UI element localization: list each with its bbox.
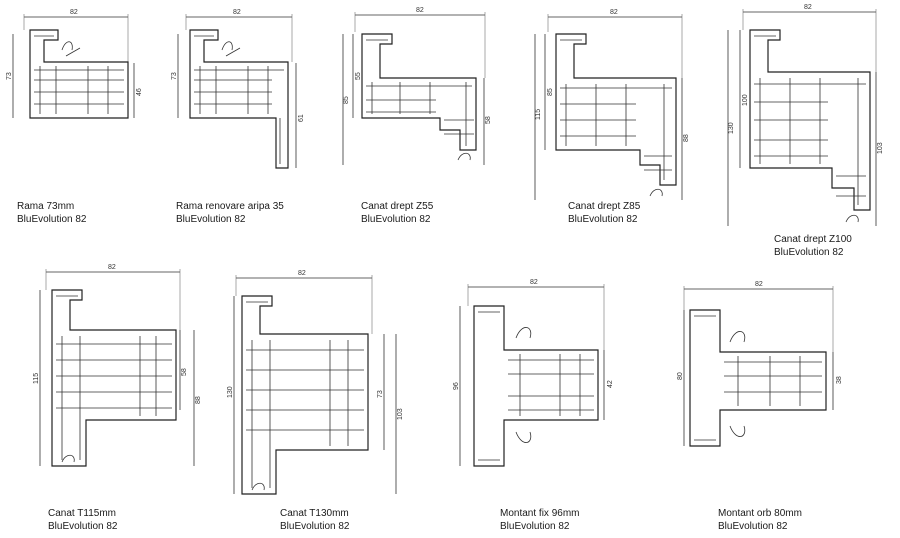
dim-top: 82 (70, 9, 78, 16)
dim-right-inner: 58 (181, 368, 188, 376)
dim-left: 73 (171, 72, 178, 80)
caption-title: Canat T115mm (48, 508, 116, 519)
dim-left: 115 (33, 373, 40, 384)
caption-subtitle: BluEvolution 82 (361, 214, 431, 225)
caption-canat-z100: Canat drept Z100 BluEvolution 82 (774, 233, 852, 259)
dim-top: 82 (298, 270, 306, 277)
caption-rama-73: Rama 73mm BluEvolution 82 (17, 200, 87, 226)
dim-left-inner: 85 (547, 88, 554, 96)
caption-subtitle: BluEvolution 82 (718, 521, 788, 532)
dim-right: 58 (485, 116, 492, 124)
dim-top: 82 (233, 9, 241, 16)
caption-canat-t130: Canat T130mm BluEvolution 82 (280, 507, 350, 533)
dim-right: 38 (836, 376, 843, 384)
dim-top: 82 (755, 281, 763, 288)
dim-right: 103 (877, 142, 884, 154)
dim-right: 46 (136, 88, 143, 96)
caption-montant-orb: Montant orb 80mm BluEvolution 82 (718, 507, 802, 533)
profile-montant-fix: 82 96 42 (453, 279, 614, 467)
caption-montant-fix: Montant fix 96mm BluEvolution 82 (500, 507, 579, 533)
profile-canat-t115: 82 115 58 88 (33, 264, 202, 467)
profile-canat-z85: 82 115 85 88 (534, 9, 690, 200)
dim-top: 82 (530, 279, 538, 286)
profile-canat-t130: 82 130 73 103 (227, 270, 404, 495)
profile-rama-renovare: 82 73 61 (171, 9, 305, 169)
dim-left-inner: 100 (742, 94, 749, 106)
caption-subtitle: BluEvolution 82 (176, 214, 246, 225)
dim-left-outer: 115 (535, 109, 542, 120)
caption-subtitle: BluEvolution 82 (568, 214, 638, 225)
profile-canat-z100: 82 130 100 103 (727, 4, 884, 226)
caption-canat-z85: Canat drept Z85 BluEvolution 82 (568, 200, 640, 226)
dim-right-outer: 103 (397, 408, 404, 420)
caption-subtitle: BluEvolution 82 (280, 521, 350, 532)
dim-right: 88 (683, 134, 690, 142)
dim-right-inner: 73 (377, 390, 384, 398)
caption-title: Canat drept Z55 (361, 201, 434, 212)
profile-montant-orb: 82 80 38 (677, 281, 843, 447)
dim-right: 61 (298, 114, 305, 122)
caption-title: Montant fix 96mm (500, 508, 580, 519)
profile-rama-73: 82 73 46 (6, 9, 143, 119)
dim-top: 82 (804, 4, 812, 11)
caption-title: Rama renovare aripa 35 (176, 201, 284, 212)
caption-subtitle: BluEvolution 82 (17, 214, 87, 225)
caption-title: Canat drept Z100 (774, 234, 852, 245)
caption-title: Canat drept Z85 (568, 201, 641, 212)
dim-left-outer: 130 (728, 122, 735, 134)
dim-top: 82 (108, 264, 116, 271)
dim-left-inner: 55 (355, 72, 362, 80)
dim-left: 73 (6, 72, 13, 80)
caption-title: Rama 73mm (17, 201, 75, 212)
dim-top: 82 (416, 7, 424, 14)
caption-rama-renovare: Rama renovare aripa 35 BluEvolution 82 (176, 200, 284, 226)
dim-top: 82 (610, 9, 618, 16)
caption-canat-t115: Canat T115mm BluEvolution 82 (48, 507, 118, 533)
dim-left: 80 (677, 372, 684, 380)
caption-title: Montant orb 80mm (718, 508, 802, 519)
dim-left-outer: 85 (343, 96, 350, 104)
caption-subtitle: BluEvolution 82 (774, 247, 844, 258)
dim-left: 96 (453, 382, 460, 390)
caption-subtitle: BluEvolution 82 (48, 521, 118, 532)
profile-canat-z55: 82 85 55 58 (342, 7, 492, 165)
caption-title: Canat T130mm (280, 508, 349, 519)
dim-left: 130 (227, 386, 234, 398)
dim-right-outer: 88 (195, 396, 202, 404)
caption-canat-z55: Canat drept Z55 BluEvolution 82 (361, 200, 433, 226)
dim-right: 42 (607, 380, 614, 388)
caption-subtitle: BluEvolution 82 (500, 521, 570, 532)
